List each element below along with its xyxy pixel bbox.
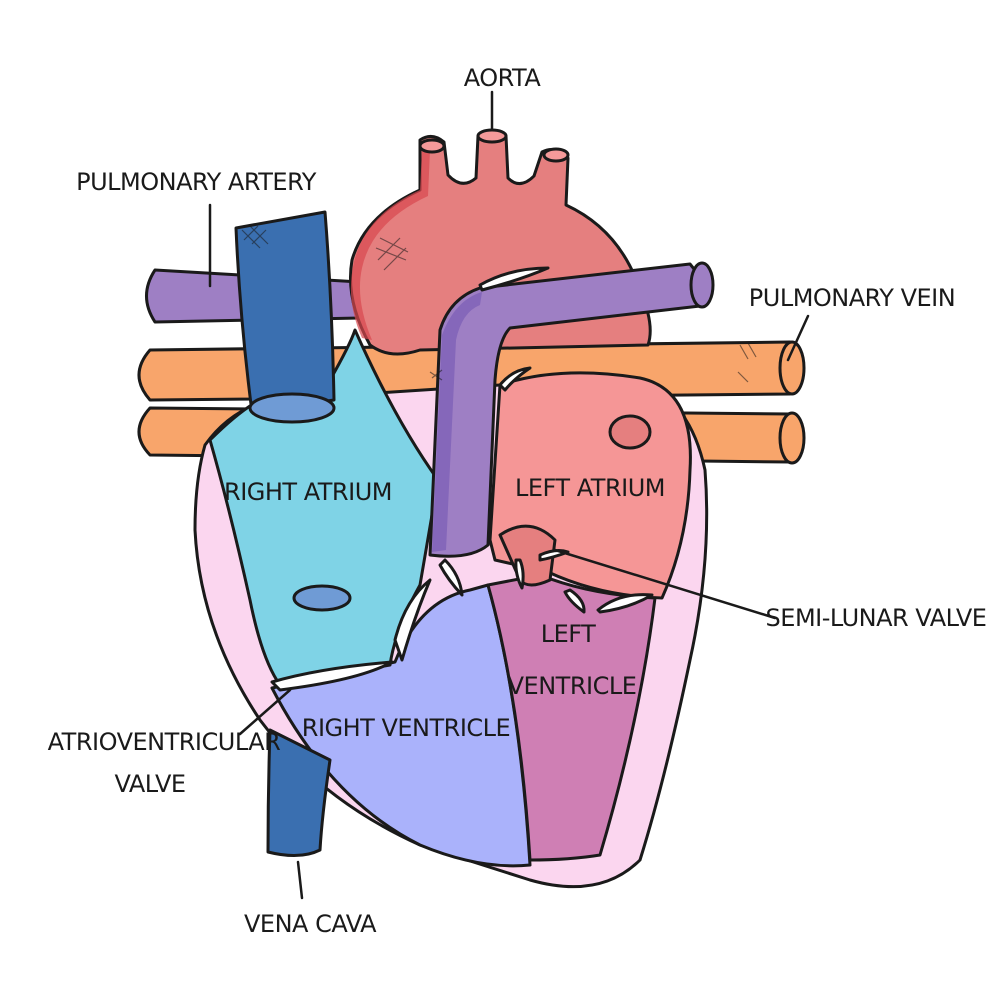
atrioventricular-valve-leader <box>238 688 292 736</box>
vena-cava <box>234 210 336 857</box>
semi-lunar-valve-leader <box>553 548 777 620</box>
mitral-valve-a <box>563 588 586 614</box>
left-ventricle-label-line1: LEFT <box>541 620 596 648</box>
atrioventricular-valve-label-line2: VALVE <box>114 770 185 798</box>
atrioventricular-valve-label-line1: ATRIOVENTRICULAR <box>48 728 281 756</box>
right-atrium-label: RIGHT ATRIUM <box>224 478 392 506</box>
pulmonary-artery-label: PULMONARY ARTERY <box>76 168 317 196</box>
aorta-arch-gap <box>478 266 550 292</box>
mitral-valve-b <box>596 593 654 614</box>
aorta-label: AORTA <box>464 64 542 92</box>
valves <box>270 266 654 692</box>
right-ventricle-label: RIGHT VENTRICLE <box>302 714 510 742</box>
semi-lunar-valve-left <box>438 558 464 597</box>
left-atrium-opening <box>608 414 652 450</box>
right-atrium-opening <box>292 584 352 612</box>
vena-cava-label: VENA CAVA <box>244 910 377 938</box>
left-atrium-label: LEFT ATRIUM <box>515 474 665 502</box>
pulmonary-vein-label: PULMONARY VEIN <box>749 284 955 312</box>
aorta-root <box>498 524 557 587</box>
semi-lunar-valve-label: SEMI-LUNAR VALVE <box>766 604 987 632</box>
pa-gap <box>498 366 532 392</box>
left-ventricle-label-line2: VENTRICLE <box>508 672 637 700</box>
vena-cava-leader <box>296 860 304 900</box>
atrioventricular-valve-right <box>270 660 394 692</box>
pulmonary-vein-leader <box>786 314 810 362</box>
pulmonary-artery <box>428 261 715 558</box>
semi-lunar-valve-right <box>514 558 525 590</box>
atrioventricular-valve-upper <box>393 578 432 662</box>
